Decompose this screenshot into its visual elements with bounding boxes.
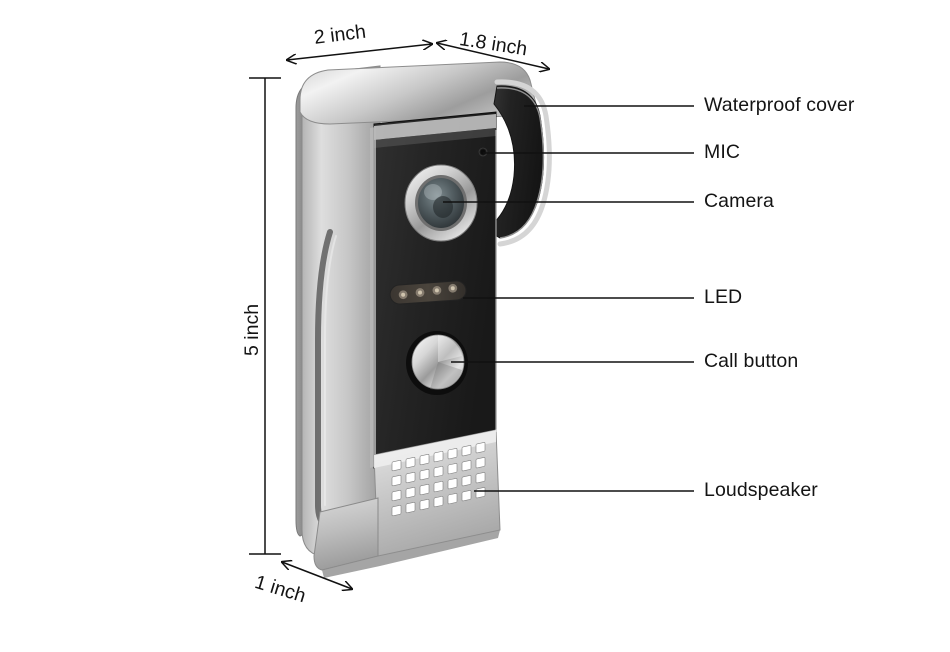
call-button-shade [430, 362, 462, 390]
faceplate-left-edge [370, 127, 376, 468]
base-bottom [322, 530, 500, 578]
callout-label-camera: Camera [704, 190, 774, 212]
led-strip [389, 280, 467, 305]
dim-line-bottom [282, 562, 352, 589]
camera-lens-core [433, 196, 453, 218]
speaker-housing-chamfer [374, 430, 496, 468]
body-groove-highlight [324, 235, 337, 506]
faceplate-top-shadow [374, 128, 496, 148]
mic-hole [480, 149, 486, 155]
waterproof-cover-rim-inner [496, 87, 545, 239]
dimension-label-height: 5 inch [241, 303, 263, 356]
speaker-grille [391, 442, 486, 517]
body-front [301, 65, 381, 557]
callout-leader-lines [443, 105, 694, 492]
dim-line-top-right [437, 43, 549, 69]
callout-label-call-button: Call button [704, 350, 799, 372]
callout-label-led: LED [704, 286, 743, 308]
dimension-lines [249, 43, 549, 589]
led-emitters [398, 283, 458, 300]
callout-label-loudspeaker: Loudspeaker [704, 479, 818, 501]
mic-hole-ring [478, 147, 488, 157]
call-button-sheen [438, 335, 462, 362]
camera-lens-highlight [424, 184, 442, 200]
dim-line-top-left [287, 44, 432, 60]
product-illustration [295, 61, 552, 578]
callout-label-waterproof-cover: Waterproof cover [704, 94, 855, 116]
waterproof-cover-rim [494, 79, 552, 247]
faceplate-top-lip [374, 114, 496, 140]
callout-label-mic: MIC [704, 141, 741, 163]
